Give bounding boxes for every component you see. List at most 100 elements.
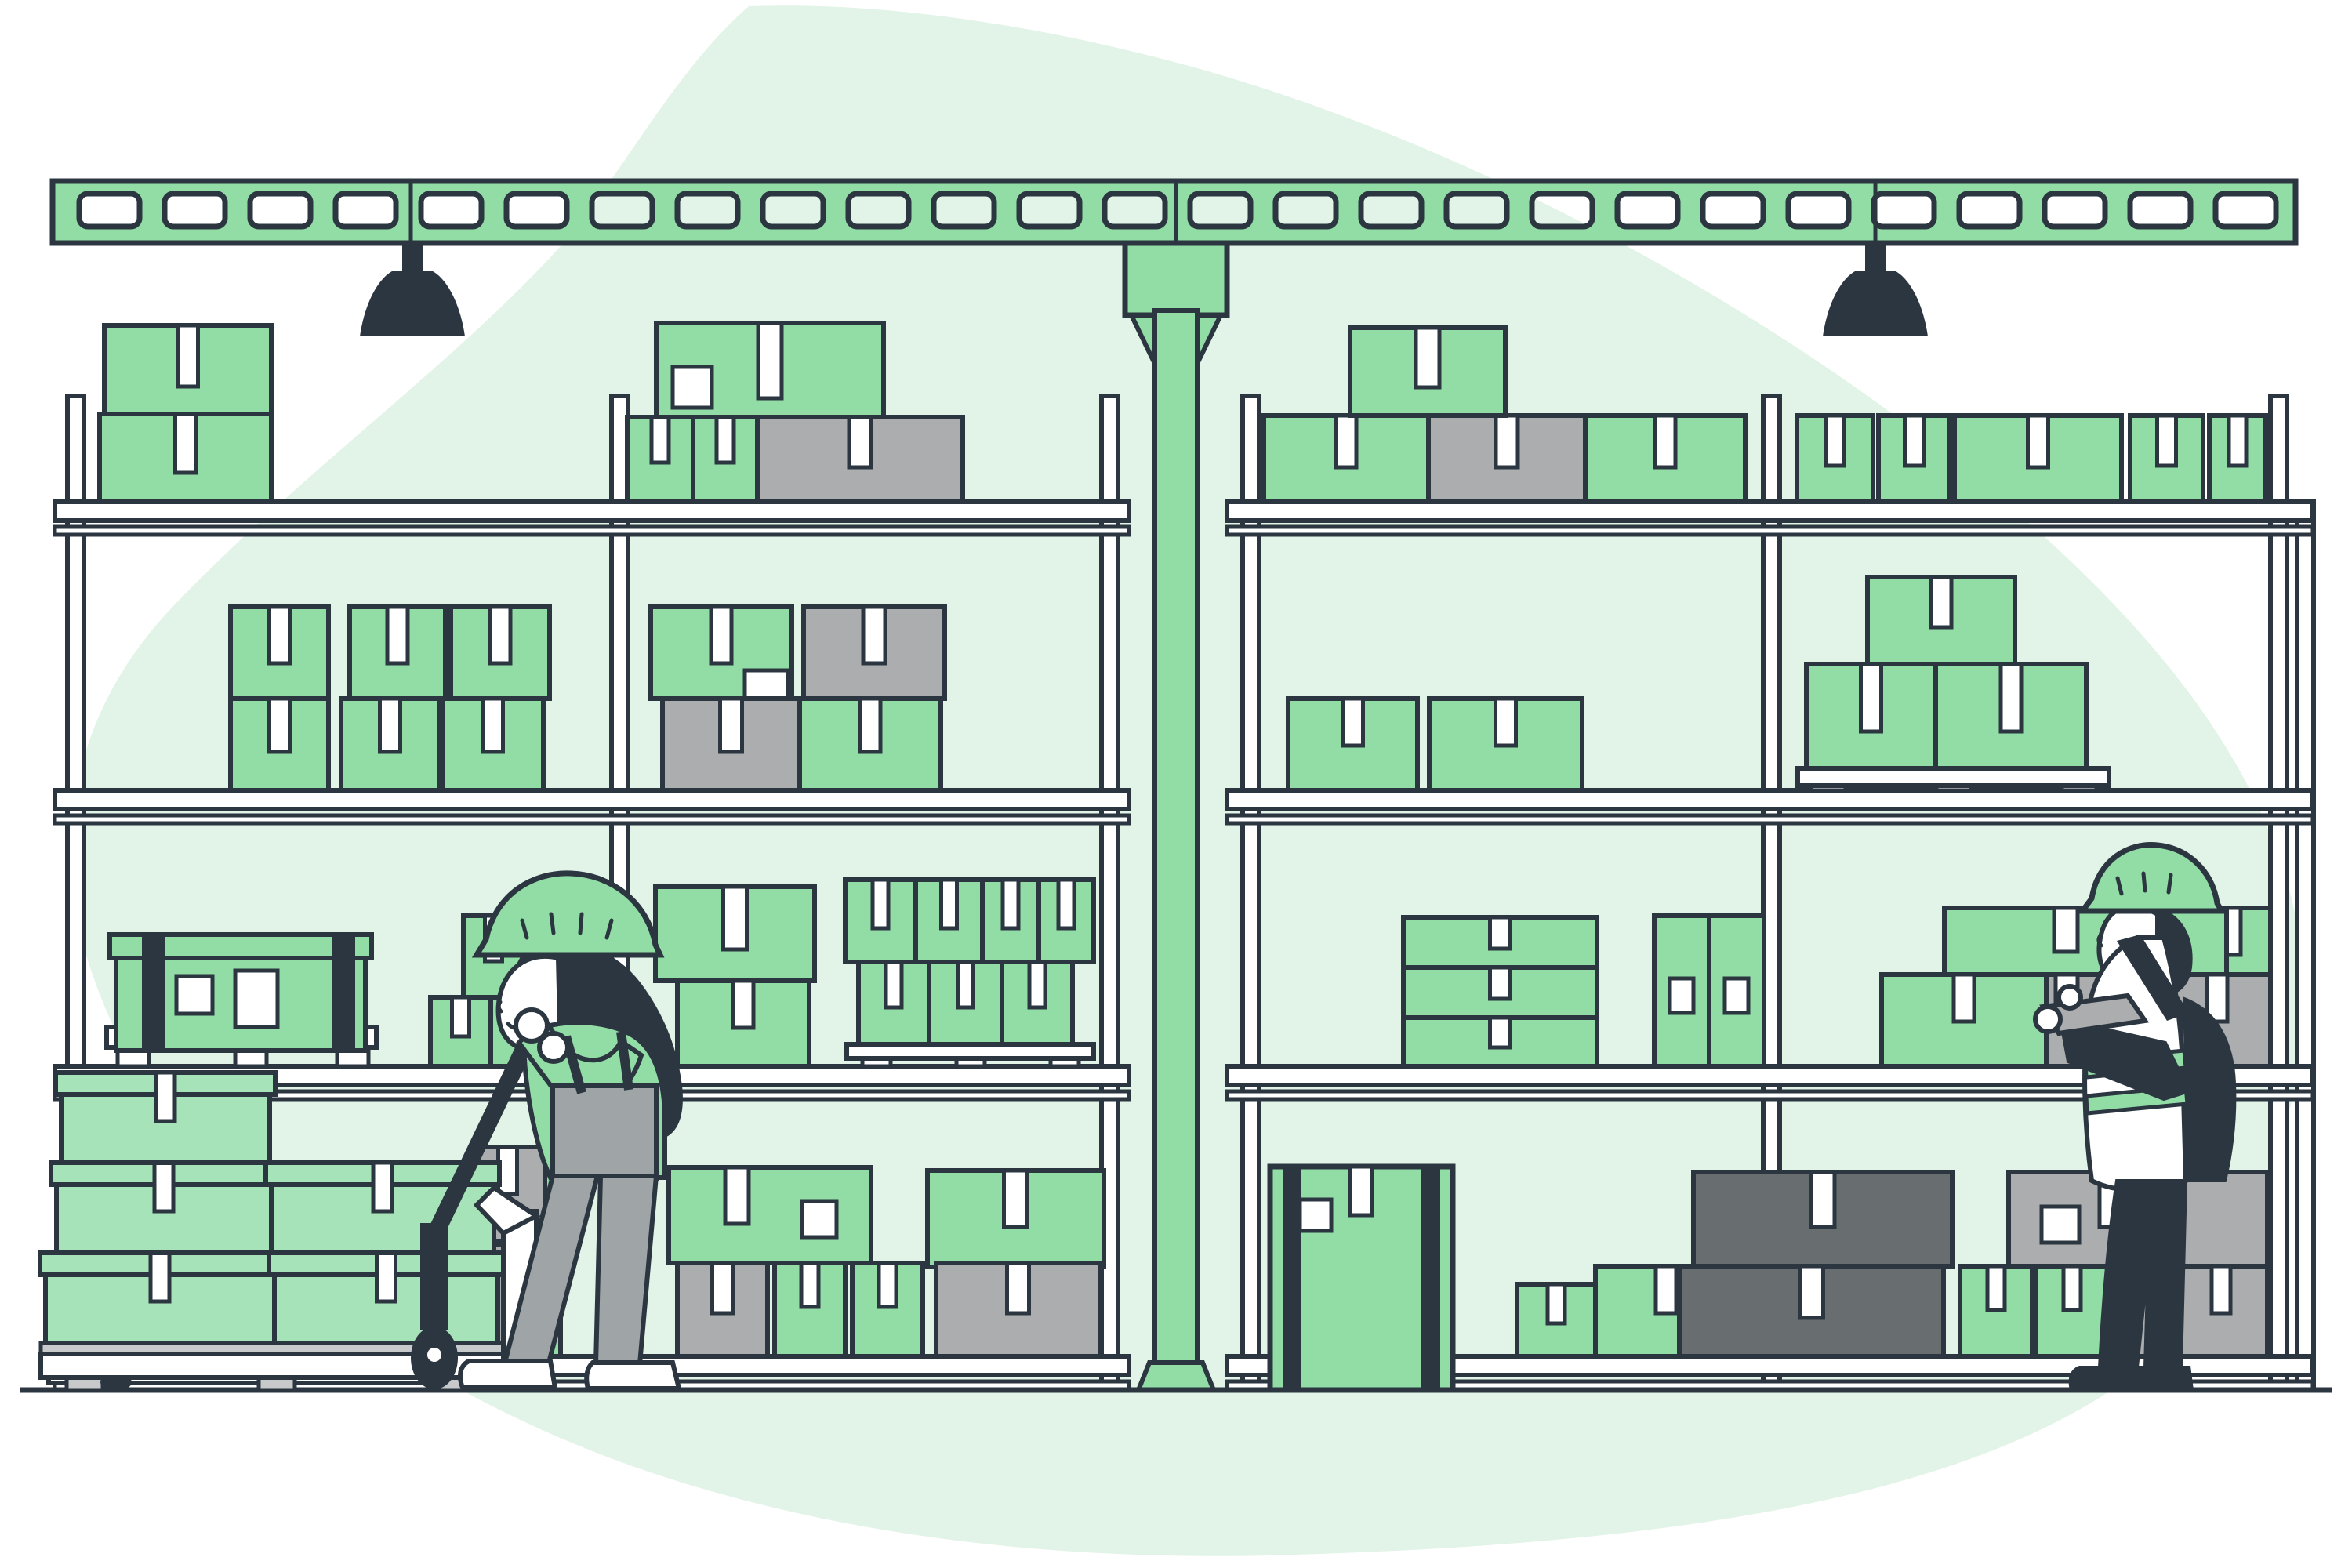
box-tape <box>731 978 756 1030</box>
box-tape <box>2227 413 2249 468</box>
cargo-box <box>850 1261 925 1359</box>
shelf-board <box>1225 499 2315 523</box>
box-tape <box>956 960 975 1010</box>
woman-hand-upper <box>514 1007 550 1044</box>
overhead-beam-rail <box>49 178 2299 246</box>
box-label <box>670 365 714 410</box>
box-tape <box>1488 1015 1512 1050</box>
lamp-bell <box>1823 271 1928 336</box>
bin-tape <box>154 1070 177 1123</box>
shelf-pallet <box>1795 766 2111 793</box>
cargo-box <box>625 415 695 504</box>
cargo-box <box>666 1165 873 1265</box>
shelf-board-rail <box>1225 524 2315 537</box>
cargo-box <box>675 978 811 1069</box>
shelf-board-rail <box>1225 813 2315 826</box>
cargo-box <box>797 696 943 793</box>
man-chest-strap <box>2117 935 2189 1021</box>
column-base <box>1134 1360 1218 1392</box>
box-tape <box>1341 696 1365 748</box>
cargo-box <box>980 877 1041 964</box>
box-tape <box>939 877 959 931</box>
cargo-box <box>228 604 331 701</box>
cargo-box <box>1652 913 1711 1069</box>
box-tape <box>721 884 749 952</box>
shelf-board <box>53 499 1131 523</box>
cargo-box <box>801 604 947 701</box>
crate-strap <box>142 933 165 1052</box>
man-arm-sleeve <box>2058 1017 2191 1102</box>
cargo-box <box>2128 413 2205 504</box>
man-boot-front <box>2068 1366 2153 1390</box>
man-pants <box>2097 1179 2188 1369</box>
cargo-box <box>228 696 331 793</box>
crate-strap <box>332 933 355 1052</box>
cargo-box <box>660 696 802 793</box>
cargo-box <box>1876 413 1952 504</box>
cargo-box <box>1261 413 1431 504</box>
man-hand-tablet <box>2033 1004 2063 1034</box>
box-tape <box>709 604 734 666</box>
stacked-bin <box>53 1070 278 1165</box>
woman-strap-right <box>616 1031 633 1091</box>
box-tape <box>2209 1264 2233 1316</box>
cargo-box <box>1677 1264 1946 1359</box>
woman-shoe-back <box>584 1360 682 1391</box>
box-tape <box>710 1261 735 1316</box>
box-tape <box>488 604 513 666</box>
crate-label <box>174 974 215 1016</box>
cargo-box <box>97 412 274 504</box>
cargo-box <box>2207 413 2268 504</box>
box-tape <box>1488 915 1512 951</box>
box-tape <box>2205 972 2230 1024</box>
box-tape <box>1824 413 1846 468</box>
cargo-box <box>1426 413 1588 504</box>
shelf-post <box>2268 394 2289 1392</box>
box-tape <box>1002 1168 1029 1229</box>
box-tape <box>1027 960 1047 1010</box>
box-tape <box>2155 413 2178 468</box>
shelf-post <box>1240 394 1261 1392</box>
lamp-stem <box>402 243 423 273</box>
cargo-box <box>648 604 794 716</box>
box-tape <box>1000 877 1021 931</box>
box-tape <box>2052 906 2080 954</box>
floor-crate-strap <box>1421 1165 1440 1392</box>
cargo-box <box>1000 960 1075 1047</box>
cargo-box <box>772 1261 848 1359</box>
cargo-box <box>448 604 552 701</box>
cargo-box <box>1958 1264 2034 1359</box>
cargo-box <box>1401 965 1599 1020</box>
cargo-box <box>1583 413 1748 504</box>
bin-tape <box>148 1250 172 1304</box>
woman-hat <box>471 870 665 958</box>
box-label <box>1722 976 1751 1015</box>
cargo-box <box>1427 696 1584 793</box>
cargo-box <box>102 323 274 416</box>
worker-man-inventory-checker <box>2033 842 2237 1390</box>
shelf-board-rail <box>53 813 1131 826</box>
cargo-box <box>843 877 918 964</box>
worker-woman-pallet-jack <box>457 870 683 1391</box>
cargo-box <box>934 1261 1102 1359</box>
pallet-deck <box>1795 766 2111 788</box>
box-tape <box>1653 1264 1679 1316</box>
cargo-box <box>1401 1015 1599 1069</box>
box-tape <box>1494 413 1520 470</box>
box-tape <box>2061 1264 2083 1312</box>
cargo-box <box>347 604 448 701</box>
cargo-box <box>675 1261 770 1359</box>
lamp-stem <box>1865 243 1886 273</box>
cargo-box <box>428 995 493 1069</box>
box-tape <box>756 321 784 401</box>
box-tape <box>1334 413 1359 470</box>
cargo-box <box>1865 575 2017 666</box>
bin-tape <box>152 1160 176 1214</box>
bin-tape <box>371 1160 394 1214</box>
column-shaft <box>1152 308 1200 1392</box>
shelf-end-post <box>2295 499 2316 1392</box>
floor-crate-strap <box>1283 1165 1301 1392</box>
shelf-board <box>53 788 1131 811</box>
strapped-crate <box>107 932 374 1053</box>
